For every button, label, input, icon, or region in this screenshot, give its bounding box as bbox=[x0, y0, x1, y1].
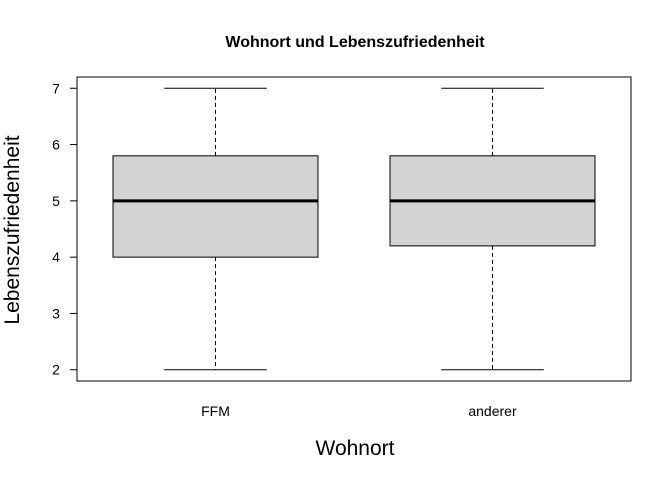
box-anderer bbox=[389, 87, 596, 371]
y-tick-label-2: 2 bbox=[52, 362, 60, 378]
boxes-group bbox=[112, 87, 596, 371]
x-tick-label-FFM: FFM bbox=[201, 403, 230, 419]
y-tick-label-4: 4 bbox=[52, 249, 60, 265]
box-FFM bbox=[112, 87, 319, 371]
y-tick-label-3: 3 bbox=[52, 305, 60, 321]
plot-frame bbox=[76, 76, 632, 382]
x-tick-label-anderer: anderer bbox=[468, 403, 517, 419]
x-axis-label: Wohnort bbox=[316, 437, 395, 460]
y-axis-label: Lebenszufriedenheit bbox=[1, 135, 24, 324]
y-axis: 2 3 4 5 6 7 bbox=[52, 80, 77, 378]
y-tick-label-6: 6 bbox=[52, 137, 60, 153]
y-tick-label-5: 5 bbox=[52, 193, 60, 209]
chart-title: Wohnort und Lebenszufriedenheit bbox=[225, 34, 485, 51]
y-tick-label-7: 7 bbox=[52, 80, 60, 96]
x-axis: FFM anderer bbox=[201, 403, 517, 419]
iqr-box-FFM bbox=[112, 155, 319, 258]
